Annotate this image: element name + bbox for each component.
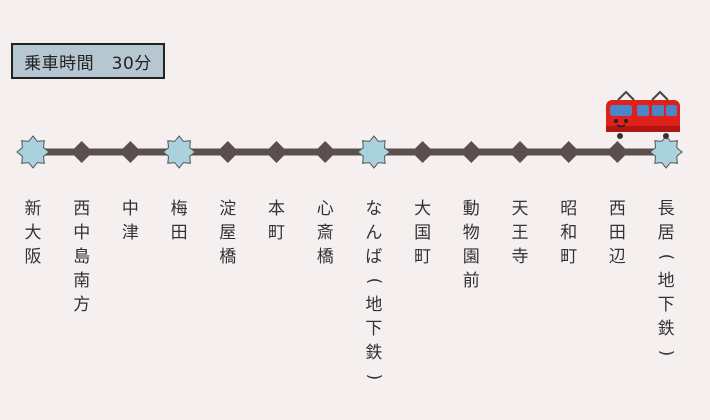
station-label: 昭和町 [560,199,578,267]
diamond-stop-icon [119,141,142,163]
diamond-stop-icon [314,141,337,163]
star-stop-icon [162,135,196,169]
station-label: なんば(地下鉄) [363,199,384,381]
station-label: 本町 [268,199,285,243]
star-stop-icon [649,135,683,169]
diamond-stop-icon [606,141,629,163]
train-icon [606,90,680,139]
diamond-stop-icon [460,141,483,163]
station-label: 天王寺 [511,199,529,267]
station-label: 新大阪 [24,199,42,267]
station-label: 大国町 [414,199,432,267]
diamond-stop-icon [265,141,288,163]
star-stop-icon [16,135,50,169]
diamond-stop-icon [216,141,239,163]
station-label: 中津 [121,199,139,243]
diamond-stop-icon [509,141,531,163]
station-label: 心斎橋 [316,199,334,267]
station-label: 西田辺 [608,199,626,267]
star-stop-icon [357,135,391,169]
station-label: 長居(地下鉄) [656,199,677,357]
stops-group [16,135,683,169]
station-label: 淀屋橋 [219,199,237,267]
diamond-stop-icon [557,141,580,163]
ride-time-box: 乗車時間 30分 [11,43,165,79]
diamond-stop-icon [411,141,434,163]
station-label: 梅田 [170,199,188,243]
station-label: 動物園前 [462,199,480,291]
station-label: 西中島南方 [73,199,91,315]
diamond-stop-icon [70,141,93,163]
